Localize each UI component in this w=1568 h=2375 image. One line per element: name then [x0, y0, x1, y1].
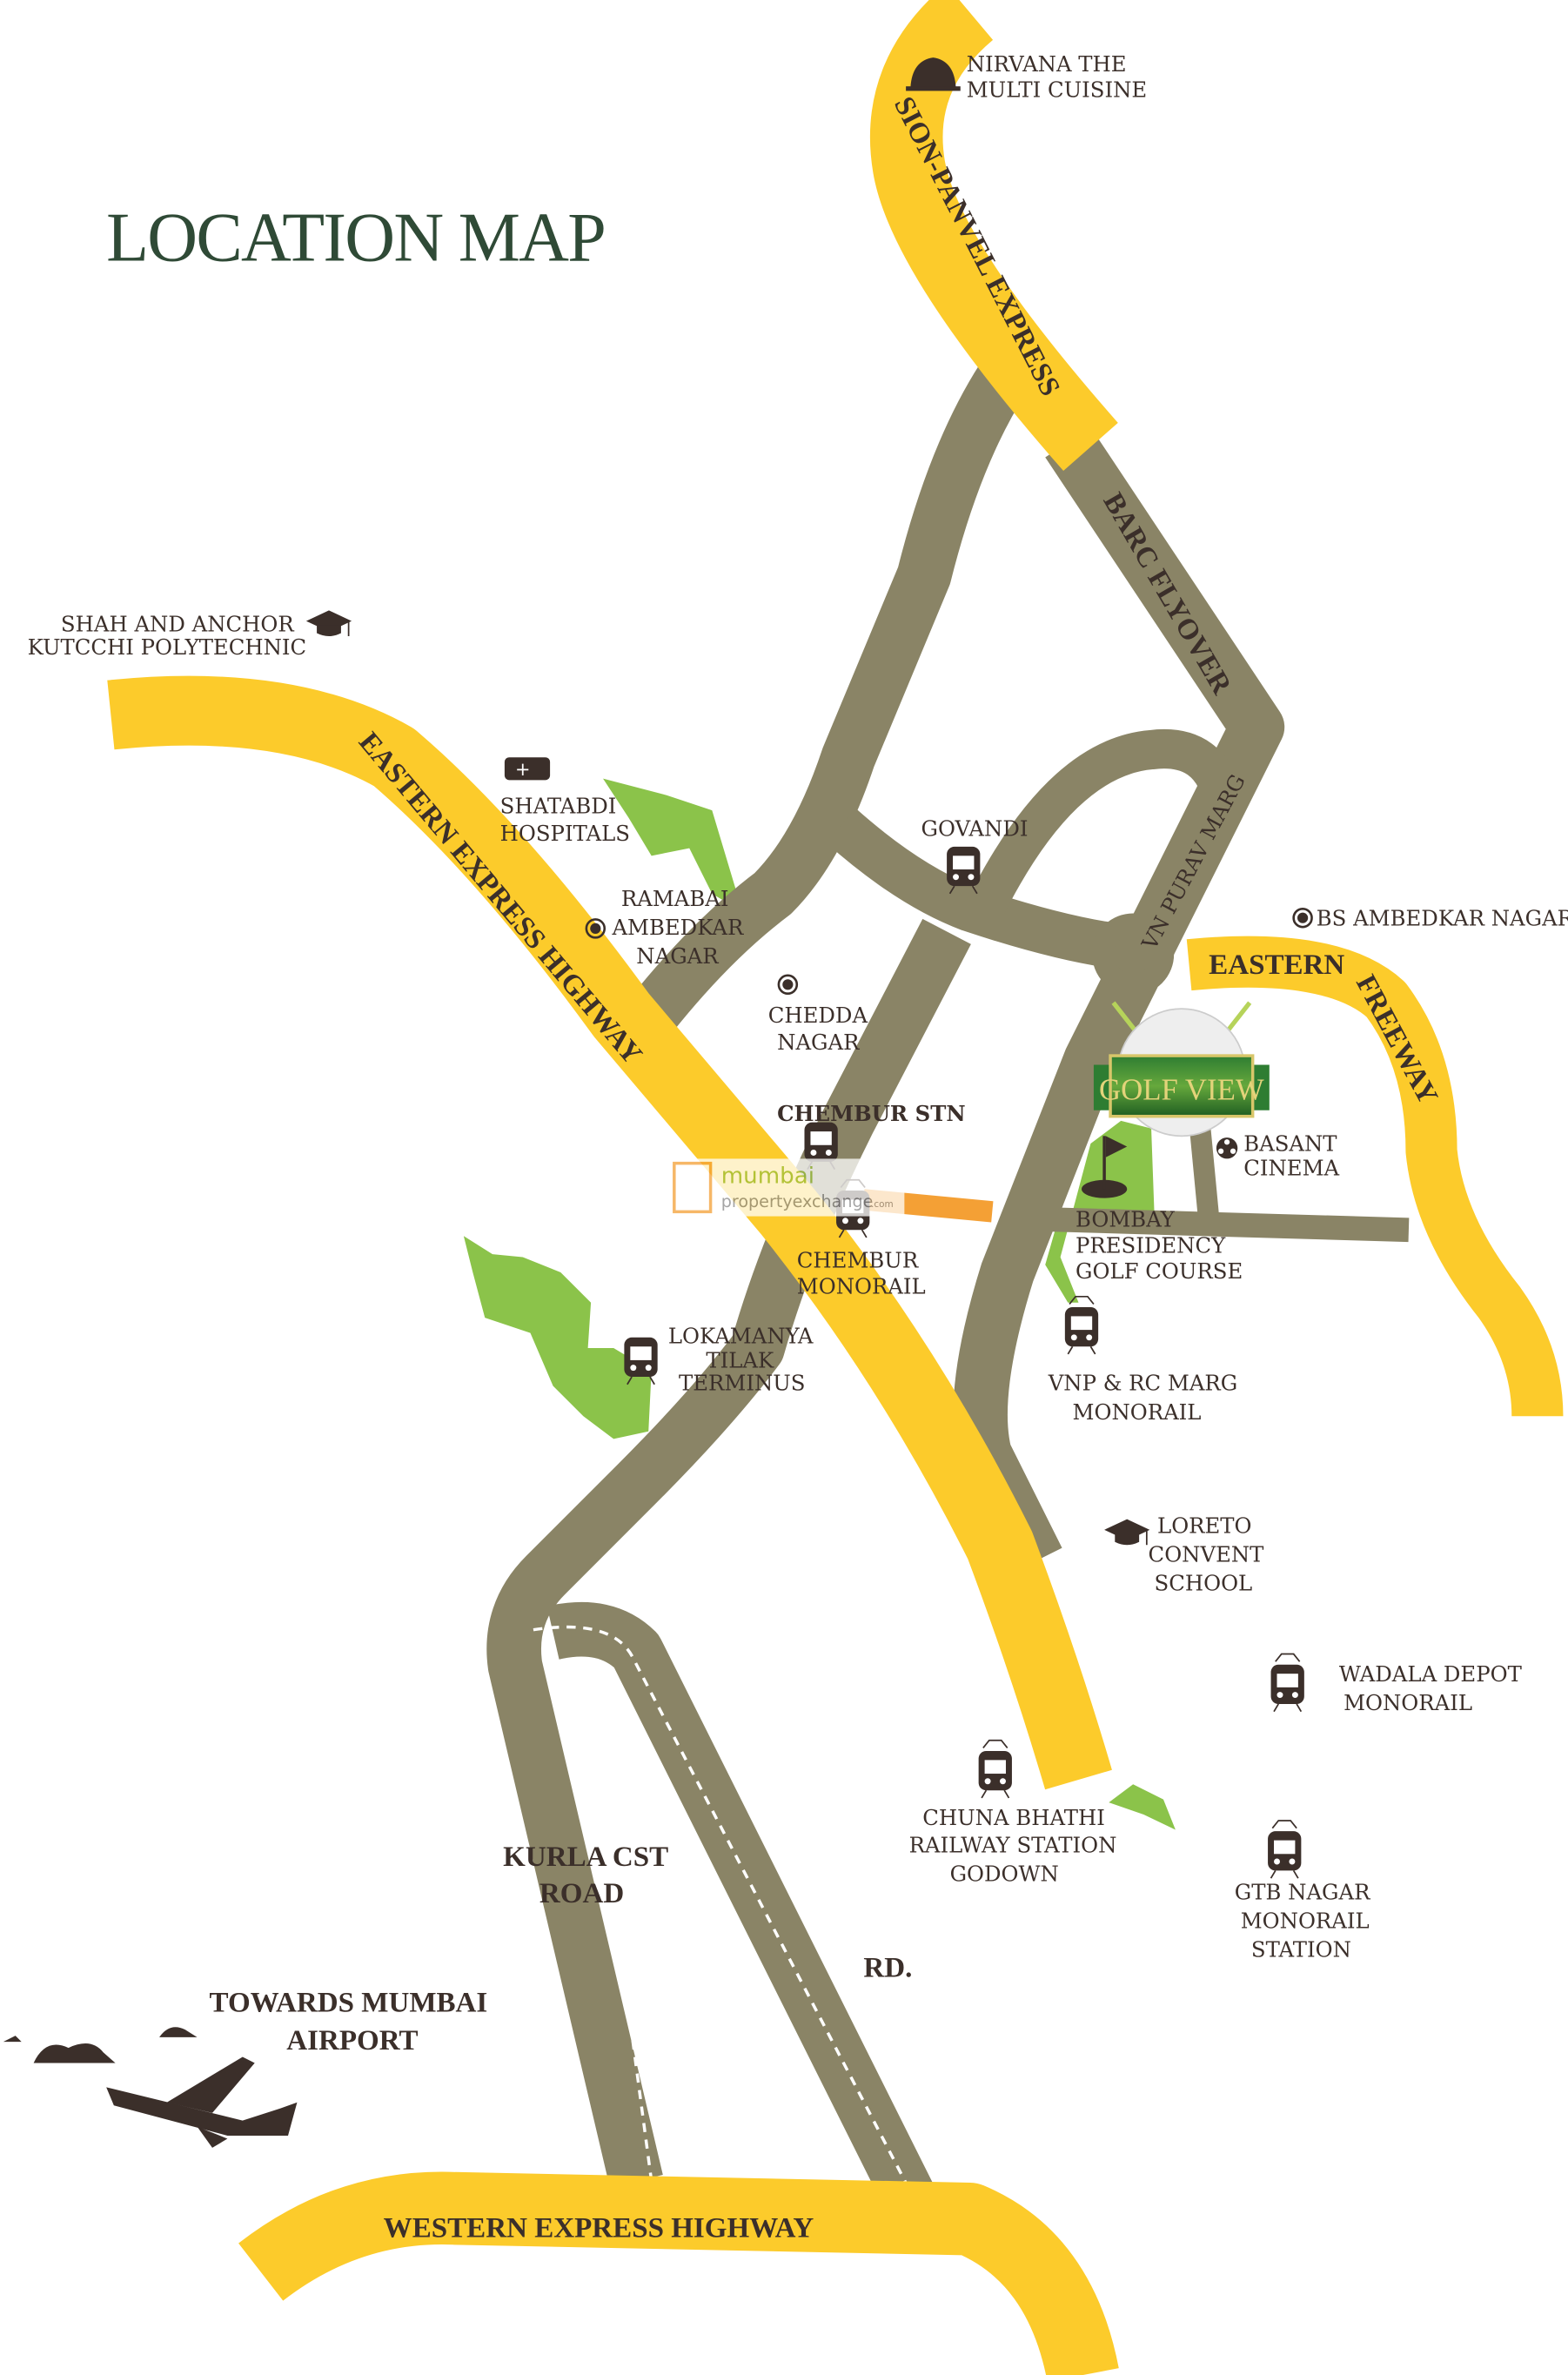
- cloud-icon: [3, 2027, 198, 2063]
- poi-label: MULTI CUISINE: [967, 77, 1147, 102]
- poi-label: NAGAR: [777, 1030, 860, 1055]
- poi-label: CHUNA BHATHI: [922, 1805, 1105, 1830]
- poi-label: GODOWN: [950, 1862, 1059, 1887]
- watermark: mumbai propertyexchange .com: [669, 1158, 905, 1217]
- poi-label: LOKAMANYA: [668, 1324, 814, 1349]
- poi-label: GTB NAGAR: [1235, 1880, 1370, 1905]
- poi-vnp-monorail[interactable]: VNP & RC MARG MONORAIL: [1048, 1297, 1238, 1425]
- green-area-shatabdi: [603, 778, 743, 912]
- location-dot-icon: [1292, 907, 1313, 929]
- poi-shatabdi[interactable]: + SHATABDI HOSPITALS: [500, 757, 630, 846]
- poi-label: AIRPORT: [286, 2025, 418, 2056]
- poi-chedda[interactable]: CHEDDA NAGAR: [768, 974, 868, 1055]
- poi-label: RAMABAI: [621, 886, 729, 911]
- road-label-kurla-1: KURLA CST: [503, 1842, 668, 1873]
- location-dot-icon: [777, 974, 799, 996]
- minor-roads: [486, 364, 1410, 2209]
- poi-label: TILAK: [706, 1348, 774, 1373]
- poi-nirvana[interactable]: NIRVANA THE MULTI CUISINE: [906, 51, 1147, 103]
- svg-text:propertyexchange: propertyexchange: [721, 1191, 874, 1211]
- poi-chembur-monorail[interactable]: CHEMBUR MONORAIL: [797, 1180, 926, 1299]
- poi-label: CHEDDA: [768, 1003, 868, 1028]
- poi-label: MONORAIL: [1344, 1690, 1472, 1715]
- road-label-weh: WESTERN EXPRESS HIGHWAY: [384, 2213, 814, 2244]
- road-label-kurla-2: ROAD: [539, 1878, 624, 1909]
- poi-label: GOLF COURSE: [1075, 1258, 1243, 1284]
- poi-label: LORETO: [1157, 1513, 1251, 1538]
- poi-label: PRESIDENCY: [1075, 1232, 1226, 1258]
- monorail-icon: [979, 1741, 1012, 1798]
- green-area-lake: [463, 1236, 652, 1439]
- poi-label: VNP & RC MARG: [1048, 1371, 1238, 1396]
- svg-text:mumbai: mumbai: [721, 1163, 814, 1189]
- poi-bombay-presidency[interactable]: BOMBAY PRESIDENCY GOLF COURSE: [1075, 1136, 1243, 1284]
- poi-wadala[interactable]: WADALA DEPOT MONORAIL: [1271, 1654, 1523, 1715]
- poi-golf-view[interactable]: GOLF VIEW: [1093, 1001, 1270, 1137]
- green-area-small: [1109, 1784, 1176, 1830]
- poi-label: WADALA DEPOT: [1339, 1661, 1523, 1687]
- poi-bs-ambedkar[interactable]: BS AMBEDKAR NAGAR: [1292, 905, 1568, 930]
- airplane-icon: [106, 2056, 298, 2148]
- poi-label: BS AMBEDKAR NAGAR: [1317, 905, 1568, 930]
- poi-label: RAILWAY STATION: [909, 1833, 1117, 1858]
- poi-loreto[interactable]: LORETO CONVENT SCHOOL: [1103, 1513, 1265, 1595]
- monorail-icon: [1271, 1654, 1304, 1712]
- poi-label: BOMBAY: [1075, 1207, 1176, 1232]
- road-label-rd: RD.: [863, 1952, 912, 1983]
- poi-airport[interactable]: TOWARDS MUMBAI AIRPORT: [3, 1987, 487, 2148]
- monorail-icon: [1065, 1297, 1098, 1354]
- poi-label: KUTCCHI POLYTECHNIC: [28, 634, 307, 660]
- monorail-icon: [1268, 1821, 1301, 1878]
- poi-label: BASANT: [1243, 1131, 1337, 1157]
- poi-label: MONORAIL: [797, 1273, 926, 1298]
- poi-label: NAGAR: [636, 943, 719, 969]
- poi-label: CHEMBUR: [797, 1248, 919, 1273]
- svg-text:+: +: [515, 759, 530, 780]
- poi-label: CONVENT: [1149, 1541, 1265, 1567]
- graduation-cap-icon: [305, 609, 352, 637]
- poi-label: SHAH AND ANCHOR: [61, 612, 294, 637]
- film-reel-icon: [1216, 1137, 1238, 1159]
- poi-label: MONORAIL: [1241, 1909, 1370, 1934]
- project-name: GOLF VIEW: [1099, 1073, 1264, 1107]
- poi-label: CINEMA: [1243, 1156, 1339, 1181]
- ambulance-icon: +: [504, 757, 551, 781]
- poi-label: GOVANDI: [921, 816, 1029, 842]
- poi-gtb-nagar[interactable]: GTB NAGAR MONORAIL STATION: [1235, 1821, 1370, 1962]
- poi-shah-polytechnic[interactable]: SHAH AND ANCHOR KUTCCHI POLYTECHNIC: [28, 609, 352, 660]
- poi-label: STATION: [1251, 1937, 1351, 1962]
- poi-label: TERMINUS: [679, 1371, 805, 1396]
- poi-label: NIRVANA THE: [967, 51, 1127, 77]
- golf-flag-icon: [1081, 1136, 1128, 1198]
- poi-label: TOWARDS MUMBAI: [210, 1987, 488, 2018]
- poi-basant[interactable]: BASANT CINEMA: [1216, 1131, 1340, 1181]
- cloche-icon: [906, 57, 961, 91]
- poi-label: SHATABDI: [500, 794, 617, 819]
- svg-text:.com: .com: [871, 1199, 894, 1210]
- page-title: LOCATION MAP: [106, 199, 605, 276]
- poi-ltt[interactable]: LOKAMANYA TILAK TERMINUS: [623, 1324, 814, 1396]
- poi-label: AMBEDKAR: [611, 915, 744, 940]
- poi-chembur-stn[interactable]: CHEMBUR STN: [777, 1101, 966, 1171]
- road-label-eastern: EASTERN: [1209, 949, 1344, 981]
- road-label-barc: BARC FLYOVER: [1096, 487, 1237, 701]
- poi-govandi[interactable]: GOVANDI: [921, 816, 1029, 895]
- poi-label: MONORAIL: [1073, 1399, 1202, 1425]
- poi-label: SCHOOL: [1155, 1570, 1253, 1595]
- graduation-cap-icon: [1103, 1518, 1151, 1546]
- poi-chuna-bhathi[interactable]: CHUNA BHATHI RAILWAY STATION GODOWN: [909, 1741, 1117, 1887]
- poi-label: CHEMBUR STN: [777, 1101, 965, 1126]
- poi-label: HOSPITALS: [500, 821, 630, 846]
- road-label-eeh: EASTERN EXPRESS HIGHWAY: [352, 727, 648, 1070]
- poi-ramabai[interactable]: RAMABAI AMBEDKAR NAGAR: [585, 886, 744, 969]
